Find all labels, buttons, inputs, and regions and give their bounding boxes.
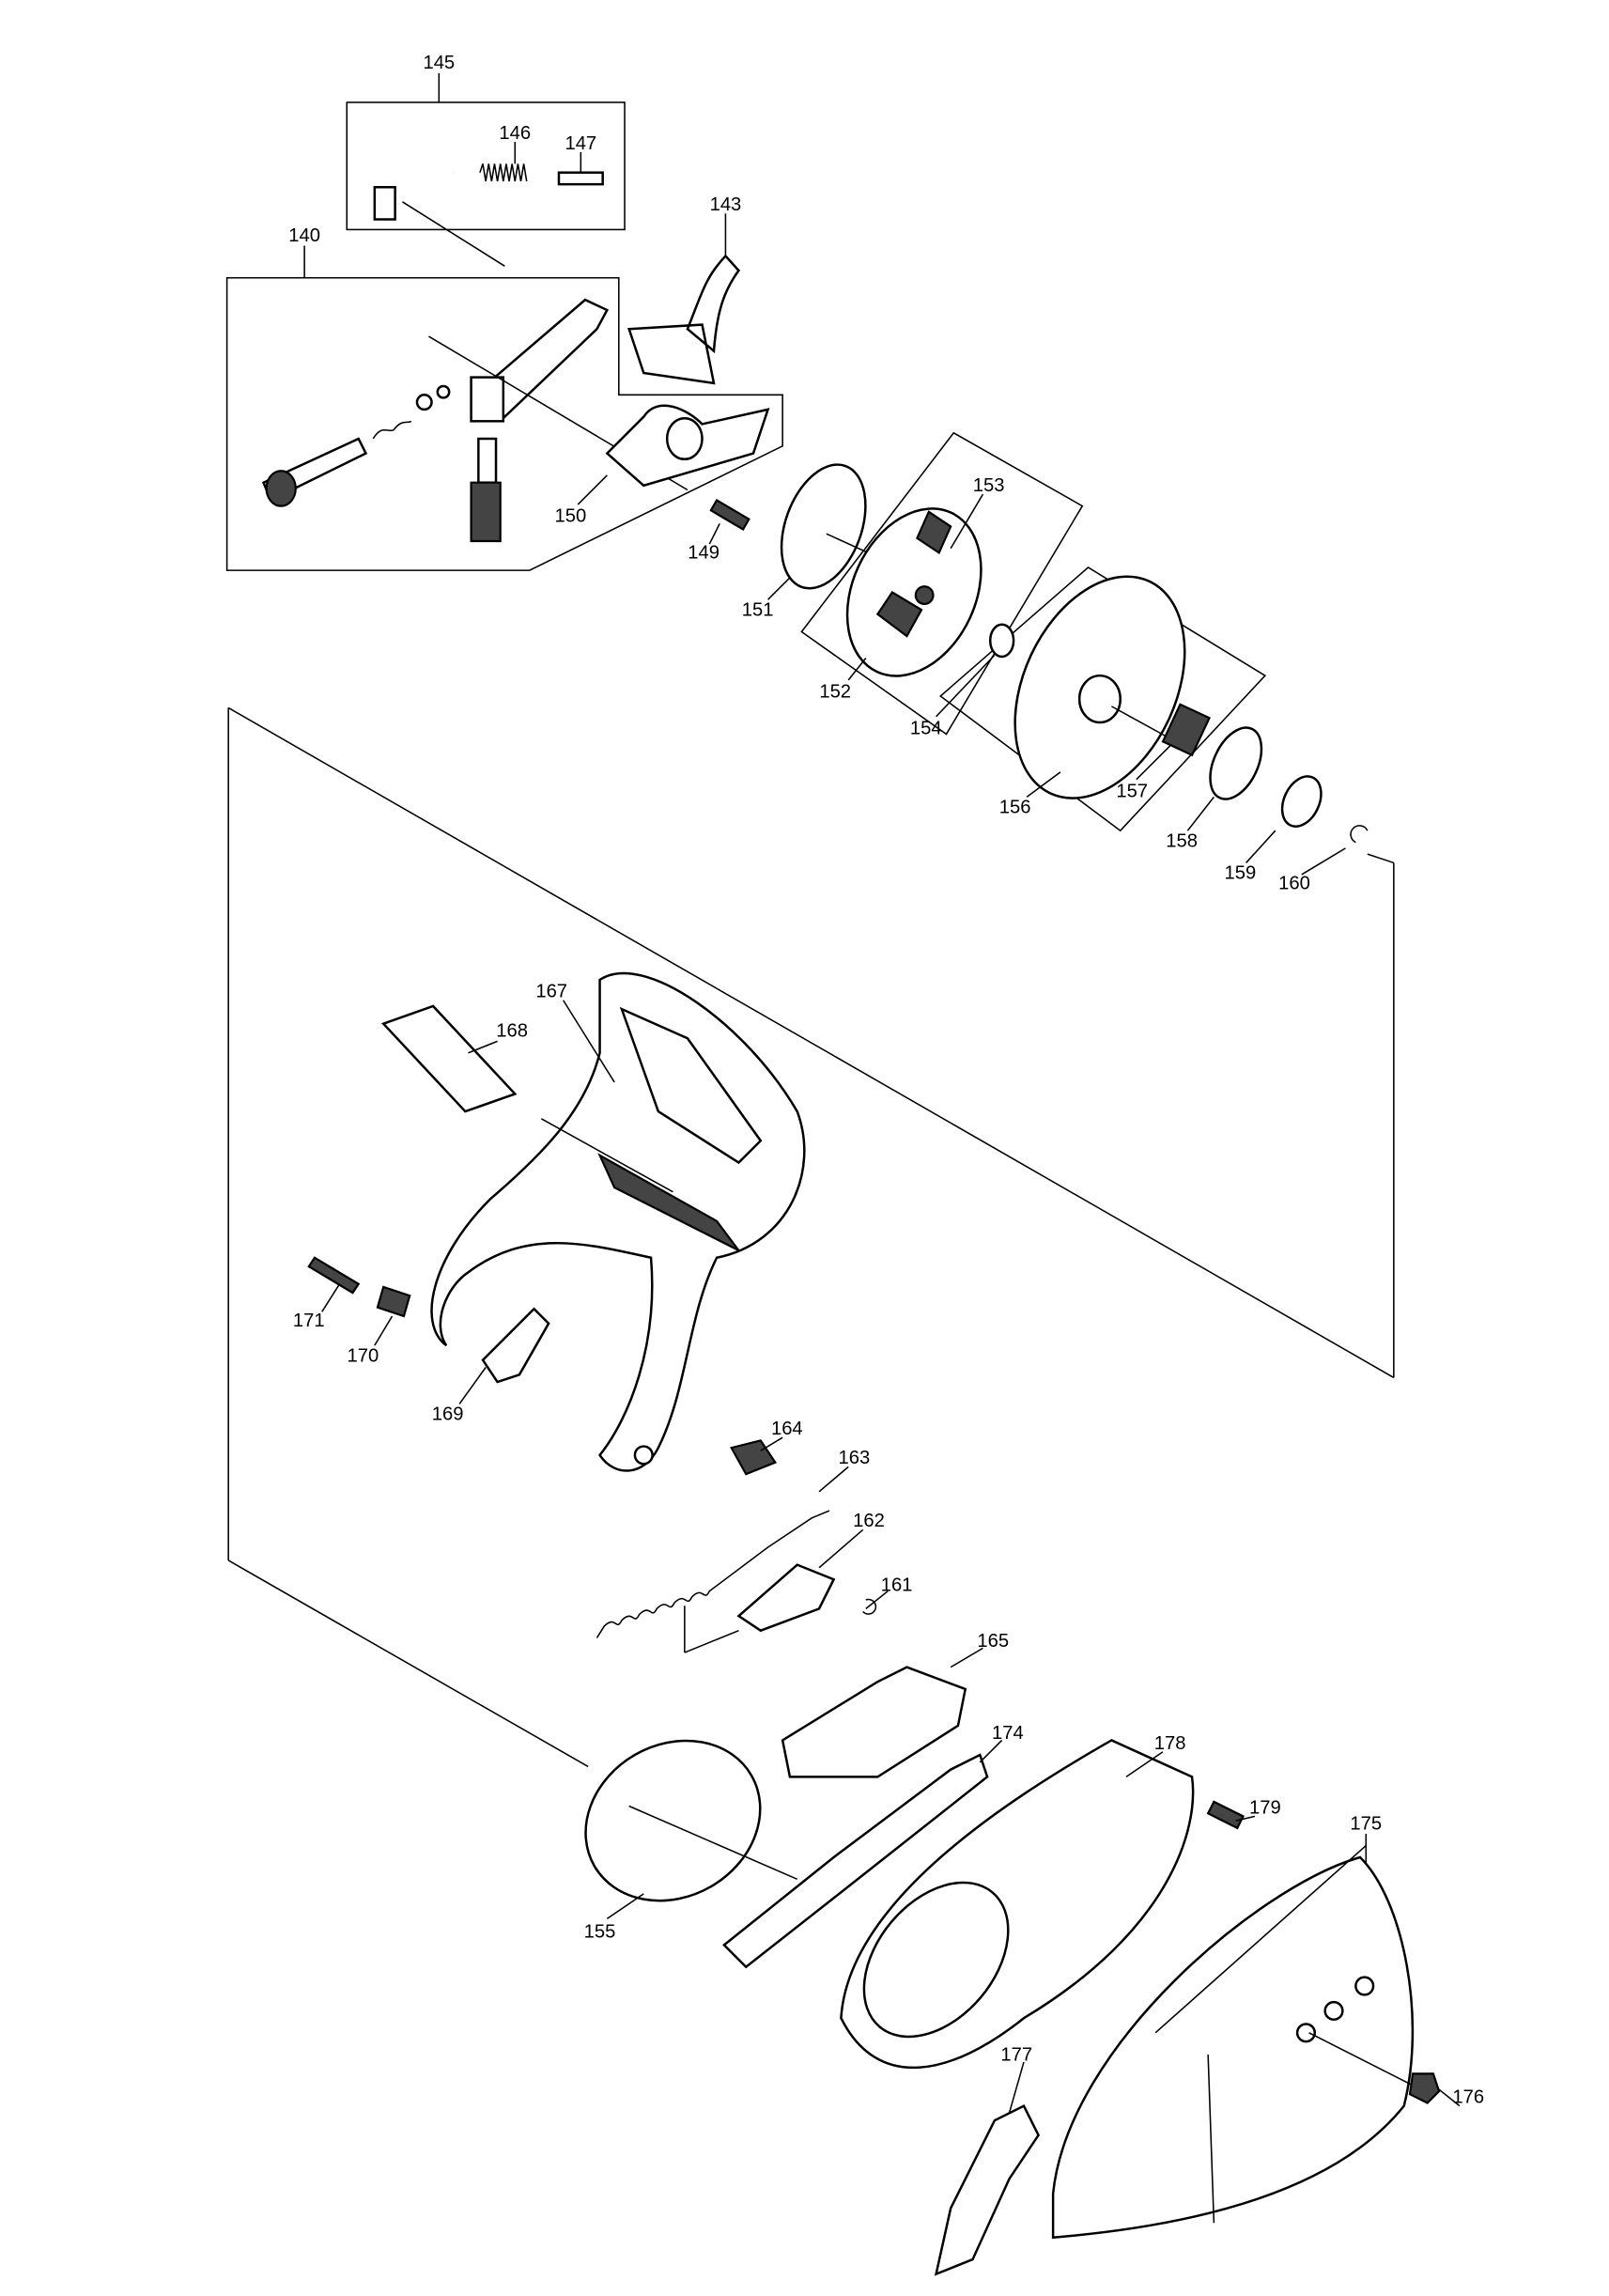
label-160: 160	[1278, 873, 1310, 893]
sprocket-cover-part	[1051, 1855, 1415, 2240]
ring-part	[988, 623, 1015, 659]
part-labels: 145 146 147 143 140 150 149 151 153 152 …	[288, 53, 1484, 2107]
label-177: 177	[1000, 2044, 1032, 2065]
washer-159-part	[1280, 775, 1323, 828]
oil-pipe-part	[365, 158, 604, 267]
label-179: 179	[1249, 1797, 1281, 1818]
bushing-part	[376, 1285, 411, 1318]
label-169: 169	[432, 1404, 464, 1425]
label-168: 168	[496, 1021, 528, 1042]
label-140: 140	[288, 225, 320, 246]
guide-plate-part	[722, 1753, 989, 1969]
label-170: 170	[348, 1345, 379, 1366]
clutch-drum-part	[1013, 575, 1186, 799]
tensioner-part	[934, 2103, 1041, 2276]
screw-part	[709, 498, 750, 532]
clip-161-part	[862, 1598, 877, 1615]
label-164: 164	[771, 1419, 803, 1439]
label-162: 162	[853, 1511, 885, 1531]
screw-171-part	[307, 1256, 361, 1295]
oil-tube-part	[627, 254, 741, 385]
label-145: 145	[423, 53, 455, 73]
bracket-169-part	[481, 1307, 550, 1384]
group-box-140	[225, 245, 783, 571]
lever-part	[736, 1563, 836, 1633]
label-155: 155	[584, 1922, 616, 1943]
label-165: 165	[977, 1631, 1009, 1652]
sticker-part	[380, 1004, 518, 1113]
nut-176-part	[1408, 2072, 1441, 2104]
label-150: 150	[555, 506, 587, 527]
clutch-part	[845, 507, 982, 677]
oil-pump-part	[261, 298, 688, 543]
label-153: 153	[973, 475, 1005, 496]
label-174: 174	[992, 1723, 1024, 1744]
label-175: 175	[1350, 1813, 1382, 1834]
inner-cover-hole	[862, 1881, 1010, 2039]
label-146: 146	[499, 123, 531, 144]
block-165-part	[781, 1666, 967, 1778]
sprocket-part	[1209, 726, 1263, 800]
bearing-part	[1161, 703, 1211, 757]
label-167: 167	[535, 982, 567, 1002]
label-158: 158	[1166, 830, 1198, 851]
label-156: 156	[999, 798, 1031, 818]
label-149: 149	[688, 543, 719, 564]
label-171: 171	[293, 1311, 325, 1331]
label-178: 178	[1154, 1733, 1186, 1754]
label-159: 159	[1225, 863, 1257, 884]
label-163: 163	[839, 1448, 871, 1468]
plate-hole	[665, 416, 704, 461]
leader-lines	[321, 141, 1461, 2114]
label-143: 143	[710, 194, 742, 215]
chain-brake-handle-part	[430, 971, 806, 1472]
label-176: 176	[1452, 2087, 1484, 2108]
group-box-145	[346, 72, 626, 231]
label-147: 147	[565, 133, 596, 154]
clip-part	[1350, 825, 1369, 844]
washer-part	[780, 463, 867, 590]
label-157: 157	[1116, 781, 1148, 801]
label-161: 161	[881, 1575, 913, 1596]
label-154: 154	[910, 718, 942, 738]
screw-179-part	[1206, 1800, 1245, 1830]
group-box-152	[800, 431, 1084, 736]
label-151: 151	[742, 599, 774, 620]
brake-band-part	[584, 1739, 762, 1902]
label-152: 152	[819, 682, 851, 703]
spring-part	[596, 1510, 830, 1638]
group-frame-guard	[227, 706, 1395, 1768]
